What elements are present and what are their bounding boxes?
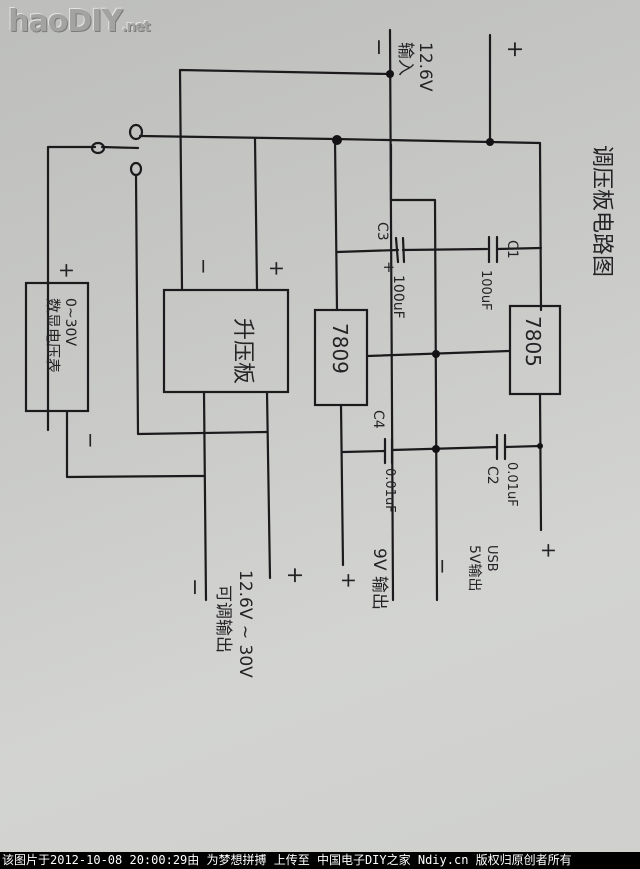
meter-label: 数显电压表: [44, 298, 62, 373]
boost-minus: −: [192, 258, 216, 275]
voltmeter: [24, 281, 90, 413]
c1-ref: C1: [504, 240, 520, 259]
c1-value: 100uF: [478, 270, 493, 311]
upload-footer: 该图片于2012-10-08 20:00:29由 为梦想拼搏 上传至 中国电子D…: [0, 852, 640, 869]
wire-c1-right: [495, 246, 543, 251]
input-plus: +: [502, 40, 527, 58]
wire-c3-left: [335, 248, 400, 254]
wire-ground-jog: [389, 143, 439, 602]
regulator-7809-label: 7809: [328, 323, 352, 374]
nine-volt-label: 9V 输出: [369, 548, 389, 610]
wire-c4-left: [341, 449, 387, 454]
c4-value: 0.01uF: [382, 468, 397, 513]
wire-switch-output: [134, 173, 269, 436]
junction-dot: [432, 445, 440, 453]
meter-minus: −: [79, 432, 103, 449]
capacitor-c4: [383, 437, 394, 465]
junction-dot: [537, 443, 543, 449]
wire-5v-out: [538, 392, 543, 532]
capacitor-c3: [394, 236, 406, 264]
logo-suffix: .net: [122, 19, 151, 35]
wire-adj-plus: [265, 390, 272, 580]
meter-plus: +: [55, 262, 79, 279]
wire-meter-plus: [46, 145, 97, 432]
watermark-logo: haoDIY.net: [8, 4, 151, 39]
capacitor-c2: [495, 433, 507, 461]
wire-9v-out: [339, 403, 345, 567]
logo-text: haoDIY: [8, 4, 123, 39]
c3-polar: +: [380, 261, 398, 274]
regulator-7805-label: 7805: [521, 316, 545, 367]
switch-lever: [100, 145, 140, 150]
c3-value: 100uF: [390, 275, 406, 319]
wire-c3-c1: [401, 247, 489, 252]
wire-7809-in: [333, 137, 339, 312]
switch-terminal-top: [128, 123, 144, 141]
c2-value: 0.01uF: [504, 462, 519, 507]
wire-c4-c2: [390, 445, 499, 452]
wire-c2-right: [503, 444, 542, 449]
wire-meter-minus: [65, 410, 206, 479]
wire-plus-bus: [138, 134, 543, 312]
adjustable-plus: +: [282, 566, 307, 584]
wire-adj-minus: [202, 390, 208, 602]
input-label: 输入: [395, 42, 415, 76]
junction-dot: [386, 70, 394, 78]
wire-boost-plus: [253, 137, 259, 292]
switch-terminal-common: [90, 141, 106, 155]
junction-dot: [432, 350, 440, 358]
boost-board-label: 升压板: [230, 318, 255, 384]
diagram-title: 调压板电路图: [589, 145, 614, 277]
c2-ref: C2: [484, 466, 500, 485]
c4-ref: C4: [370, 410, 386, 429]
adjustable-minus: −: [182, 578, 207, 596]
boost-board: [162, 288, 290, 394]
input-voltage: 12.6V: [415, 42, 435, 92]
nine-volt-plus: +: [337, 572, 361, 589]
switch-terminal-bottom: [129, 161, 143, 177]
meter-range: 0~30V: [62, 298, 78, 346]
junction-dot: [486, 138, 494, 146]
c3-ref: C3: [374, 222, 390, 241]
wire-ground-rail: [388, 28, 395, 602]
wire-ground-top: [178, 68, 392, 292]
usb-minus: −: [431, 558, 455, 575]
capacitor-c1: [487, 235, 499, 264]
junction-dot: [332, 135, 342, 145]
usb-line1: USB: [484, 545, 499, 572]
boost-plus: +: [265, 260, 289, 277]
usb-line2: 5V输出: [466, 545, 482, 591]
input-minus: −: [366, 38, 391, 56]
adjustable-range: 12.6V ~ 30V: [235, 570, 255, 678]
usb-plus: +: [537, 542, 561, 559]
adjustable-label: 可调输出: [213, 585, 233, 653]
